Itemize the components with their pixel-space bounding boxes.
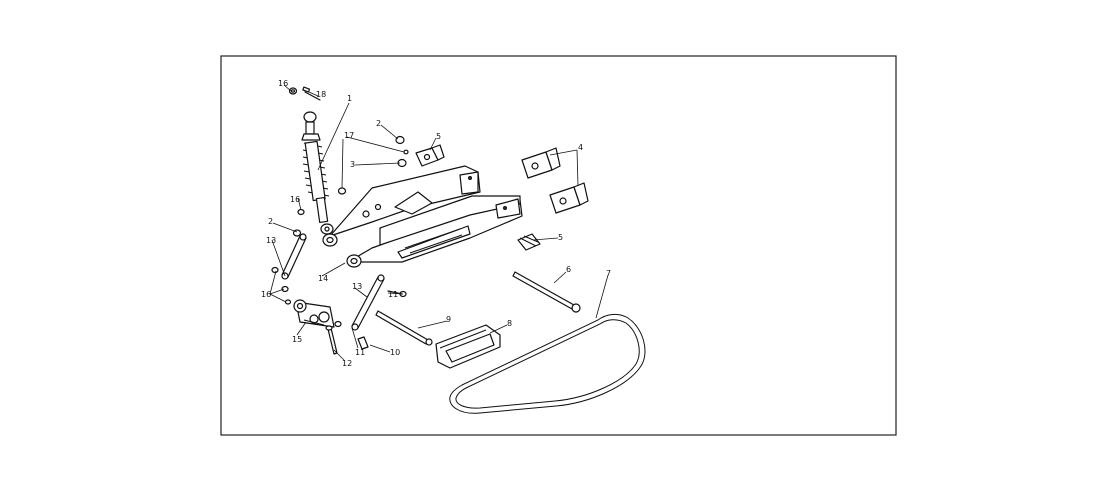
linkage-assembly [271,266,342,328]
callout-14: 14 [318,274,328,283]
callout-16-mid: 16 [290,195,300,204]
callout-11-bottom: 11 [355,348,365,357]
swing-arm [322,165,523,268]
callout-1: 1 [347,94,352,103]
callout-13-left: 13 [266,236,276,245]
chain-slider-8 [435,324,501,369]
callout-2-top: 2 [376,119,381,128]
callout-2-left: 2 [268,217,273,226]
diagram-frame [220,55,897,436]
callout-labels: 1 2 2 3 4 5 5 6 7 8 9 10 11 11 12 13 13 … [261,79,611,368]
callout-5-top: 5 [436,132,441,141]
axle-6 [512,271,581,313]
shock-absorber [301,111,334,235]
axle-bolt-9 [375,310,433,346]
leader-lines [269,84,609,361]
callout-17: 17 [344,131,354,140]
callout-16-bottom: 16 [261,290,271,299]
callout-7: 7 [606,269,611,278]
callout-4: 4 [578,143,583,152]
callout-12: 12 [342,359,352,368]
callout-18: 18 [316,90,326,99]
drive-chain-7 [449,313,646,414]
callout-9: 9 [446,315,451,324]
callout-3: 3 [350,160,355,169]
callout-16-top: 16 [278,79,288,88]
callout-13-mid: 13 [352,282,362,291]
callout-15: 15 [292,335,302,344]
callout-5-right: 5 [558,233,563,242]
callout-8: 8 [507,319,512,328]
chain-adjusters [521,147,589,214]
callout-11-right: 11 [388,290,398,299]
callout-6: 6 [566,265,571,274]
link-plates [281,233,385,331]
blocks-5 [415,144,541,251]
callout-10: 10 [390,348,400,357]
